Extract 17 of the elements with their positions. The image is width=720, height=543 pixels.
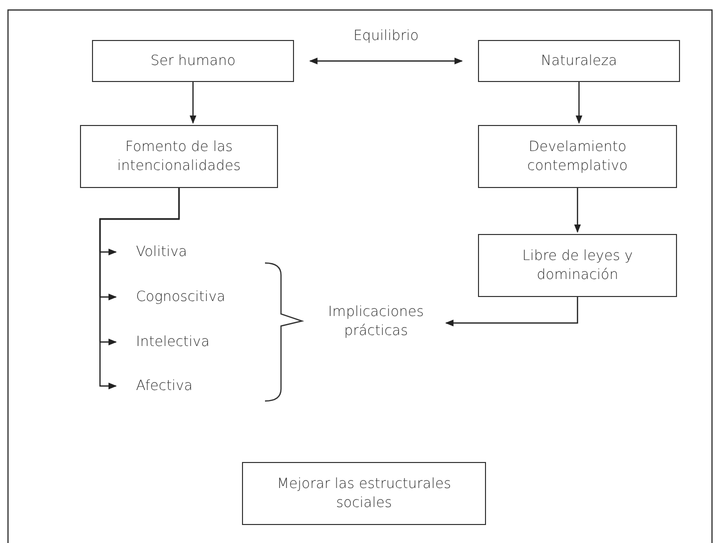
text-label: Volitiva xyxy=(116,240,216,264)
arrow xyxy=(574,188,581,233)
process-box: Fomento de las intencionalidades xyxy=(80,125,278,188)
process-box: Develamiento contemplativo xyxy=(478,125,677,188)
process-box: Libre de leyes y dominación xyxy=(478,234,677,297)
arrow xyxy=(445,297,578,326)
arrow xyxy=(99,188,180,390)
text-label: Intelectiva xyxy=(116,330,216,354)
process-box: Ser humano xyxy=(92,40,294,82)
arrow xyxy=(190,82,196,124)
text-label: Cognoscitiva xyxy=(116,285,236,309)
text-label: Implicaciones prácticas xyxy=(312,300,440,344)
text-label: Afectiva xyxy=(116,374,216,398)
arrow xyxy=(309,58,463,64)
process-box: Mejorar las estructurales sociales xyxy=(242,462,486,525)
arrow xyxy=(576,82,582,124)
process-box: Naturaleza xyxy=(478,40,680,82)
